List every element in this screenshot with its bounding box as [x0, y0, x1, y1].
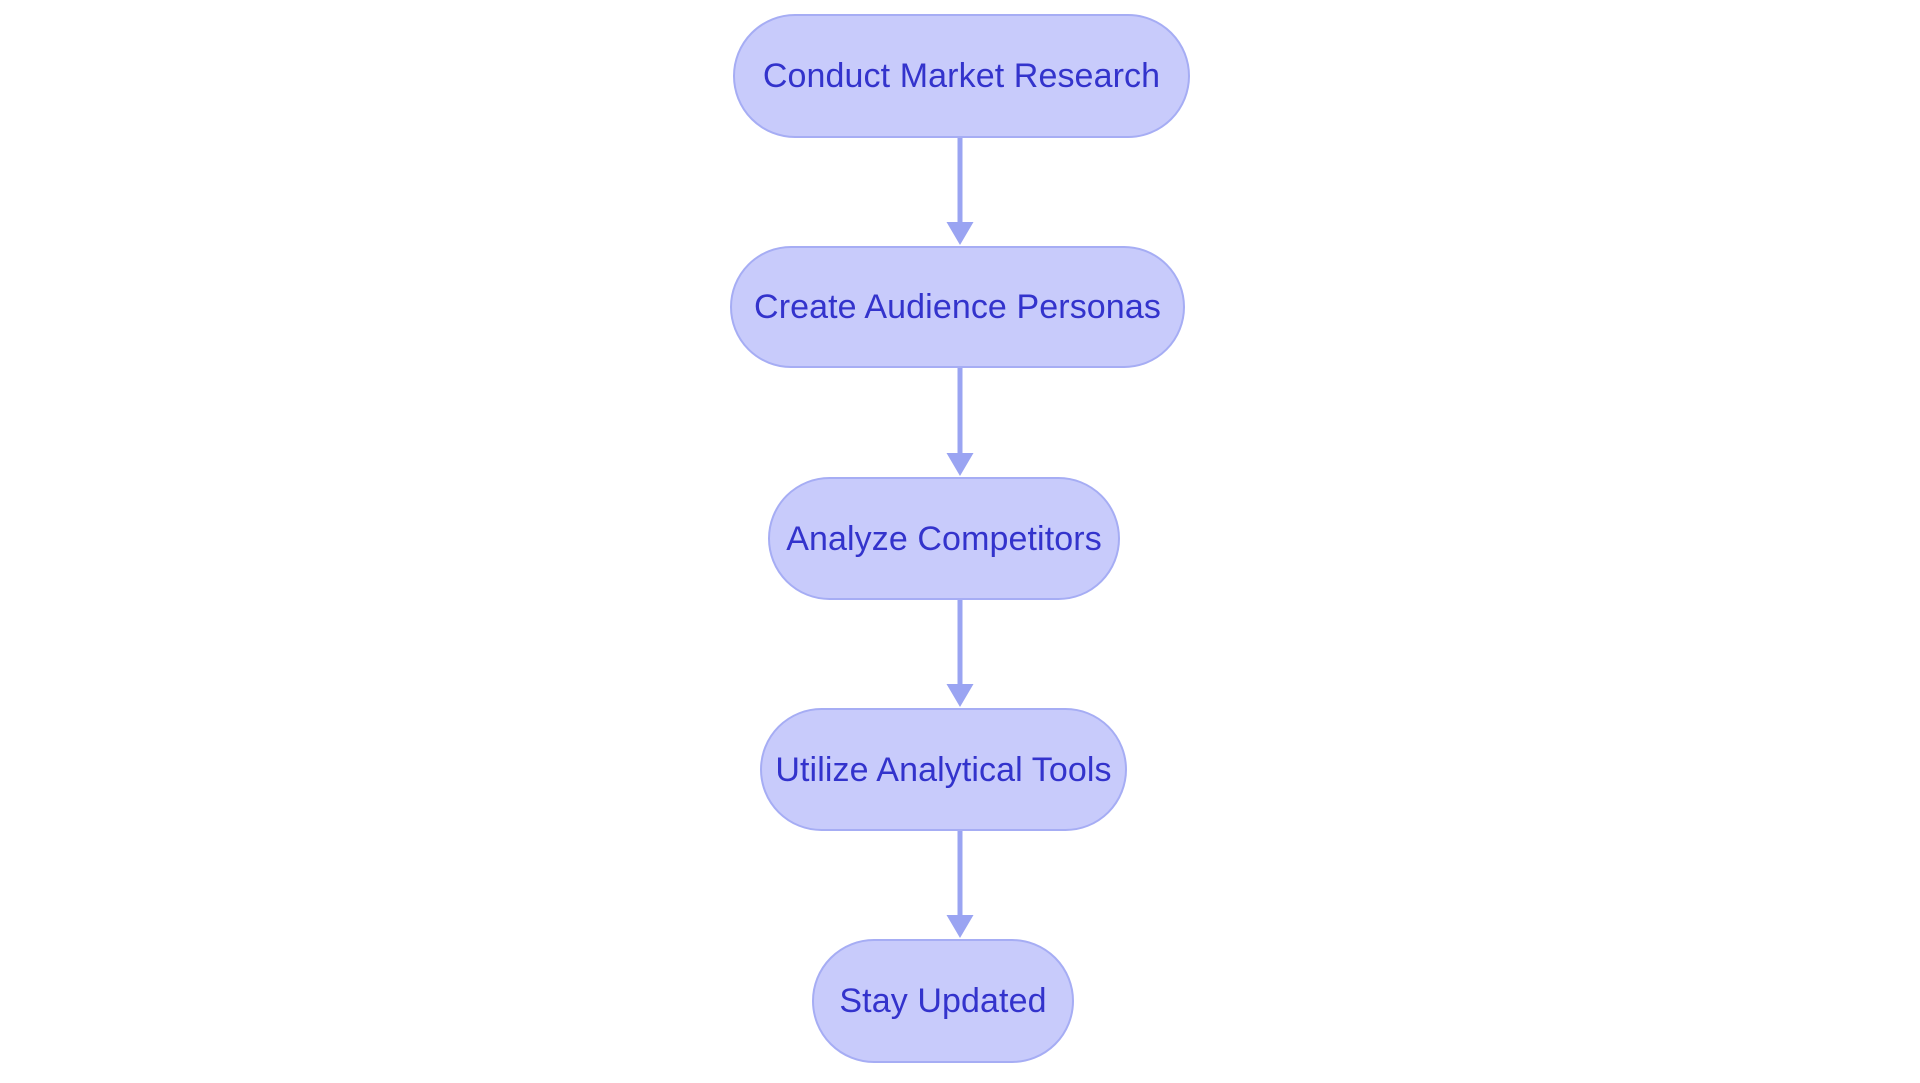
- flow-node-conduct-market-research[interactable]: Conduct Market Research: [733, 14, 1190, 138]
- flow-node-label: Stay Updated: [839, 982, 1047, 1020]
- edge-create-audience-personas-to-analyze-competitors: [946, 368, 974, 476]
- edge-analyze-competitors-to-utilize-analytical-tools: [946, 600, 974, 707]
- flow-node-analyze-competitors[interactable]: Analyze Competitors: [768, 477, 1120, 600]
- flow-node-label: Conduct Market Research: [762, 57, 1161, 95]
- flow-node-label: Create Audience Personas: [754, 288, 1161, 326]
- flow-node-utilize-analytical-tools[interactable]: Utilize Analytical Tools: [760, 708, 1127, 831]
- arrowhead-icon: [946, 684, 974, 707]
- flow-node-create-audience-personas[interactable]: Create Audience Personas: [730, 246, 1185, 368]
- flow-node-label: Utilize Analytical Tools: [775, 750, 1112, 789]
- flow-node-label: Analyze Competitors: [786, 519, 1102, 558]
- arrowhead-icon: [946, 453, 974, 476]
- arrowhead-icon: [946, 222, 974, 245]
- arrowhead-icon: [946, 915, 974, 938]
- edge-utilize-analytical-tools-to-stay-updated: [946, 831, 974, 938]
- flow-node-stay-updated[interactable]: Stay Updated: [812, 939, 1074, 1063]
- edge-conduct-market-research-to-create-audience-personas: [946, 138, 974, 245]
